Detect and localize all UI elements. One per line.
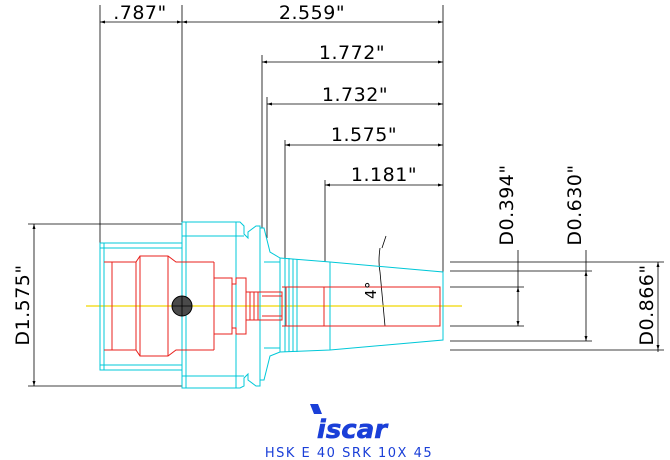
dim-text-1181: 1.181": [351, 164, 417, 186]
dim-text-1732: 1.732": [322, 84, 388, 106]
dimension-lines: [32, 20, 660, 386]
dim-text-1772: 1.772": [319, 42, 385, 64]
taper-angle-dimension: [378, 235, 387, 327]
dim-text-d0866: D0.866": [636, 264, 658, 345]
logo-text: iscar: [317, 415, 389, 445]
holder-outline: [99, 221, 444, 389]
angle-text: 4°: [362, 281, 380, 299]
dim-text-d0394: D0.394": [496, 164, 518, 245]
iscar-logo: iscar: [310, 404, 390, 445]
part-number: HSK E 40 SRK 10X 45: [265, 446, 433, 460]
dim-text-d1575: D1.575": [12, 264, 34, 345]
bore-hidden-lines: [330, 286, 440, 327]
dim-text-2559: 2.559": [279, 2, 345, 24]
extension-lines: [28, 5, 664, 387]
dim-text-d0630: D0.630": [564, 164, 586, 245]
drive-hole-symbol: [171, 295, 193, 317]
dim-text-787: .787": [113, 2, 167, 24]
dim-text-1575: 1.575": [331, 124, 397, 146]
